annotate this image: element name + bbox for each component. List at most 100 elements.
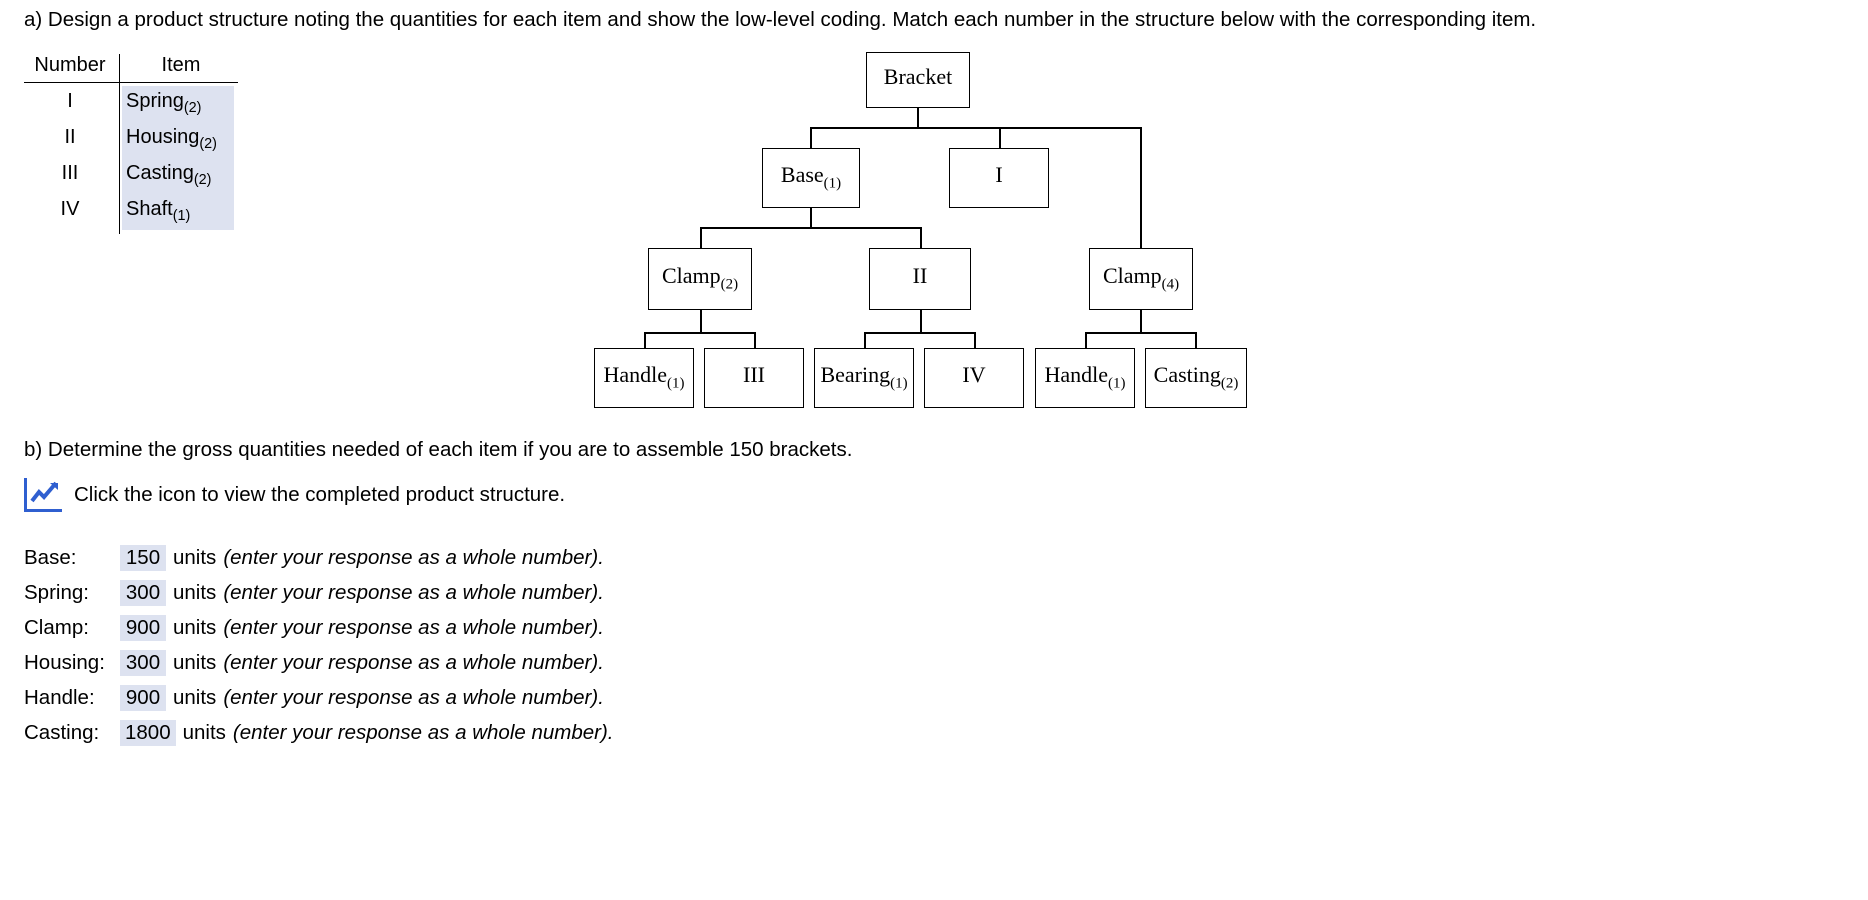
cell-item[interactable]: Casting(2): [122, 158, 234, 194]
answer-input[interactable]: 300: [120, 649, 166, 676]
connector-clamp2-stem: [700, 310, 702, 333]
connector-to-clamp2: [700, 227, 702, 248]
node-qty: (4): [1161, 276, 1180, 293]
answer-input[interactable]: 900: [120, 684, 166, 711]
answer-input[interactable]: 300: [120, 579, 166, 606]
tree-node-casting-2[interactable]: Casting(2): [1145, 348, 1247, 408]
item-qty: (2): [193, 172, 212, 188]
view-structure-label: Click the icon to view the completed pro…: [74, 483, 566, 506]
answer-units: units: [173, 580, 217, 604]
connector-to-casting2: [1195, 332, 1197, 349]
connector-to-bearing1: [864, 332, 866, 349]
node-qty: (2): [1220, 375, 1239, 392]
answer-label: Casting:: [24, 720, 100, 744]
node-label: III: [743, 362, 765, 388]
answer-row: Base: 150 units (enter your response as …: [24, 540, 614, 575]
item-qty: (2): [183, 100, 202, 116]
answer-units: units: [173, 615, 217, 639]
answer-hint: (enter your response as a whole number).: [223, 615, 604, 639]
node-label: IV: [962, 362, 986, 388]
answer-label: Clamp:: [24, 615, 89, 639]
item-name: Spring: [126, 90, 184, 112]
tree-node-bracket[interactable]: Bracket: [866, 52, 970, 108]
table-body: I Spring(2) II Housing(2) III Casting(2)…: [24, 86, 238, 230]
cell-number: III: [61, 162, 79, 184]
table-row: III Casting(2): [24, 158, 238, 194]
connector-roman2-stem: [920, 310, 922, 333]
answer-label: Spring:: [24, 580, 89, 604]
connector-bracket-stem: [917, 108, 919, 128]
column-header-number: Number: [34, 54, 106, 76]
answer-label: Base:: [24, 545, 77, 569]
tree-node-base[interactable]: Base(1): [762, 148, 860, 208]
answer-hint: (enter your response as a whole number).: [223, 580, 604, 604]
connector-to-handle1: [644, 332, 646, 349]
answer-row: Clamp: 900 units (enter your response as…: [24, 610, 614, 645]
tree-node-roman-i[interactable]: I: [949, 148, 1049, 208]
cell-item[interactable]: Shaft(1): [122, 194, 234, 230]
answer-input[interactable]: 1800: [120, 719, 176, 746]
tree-node-roman-iii[interactable]: III: [704, 348, 804, 408]
node-label: Casting: [1153, 362, 1221, 388]
node-label: Clamp: [1102, 263, 1162, 289]
answer-label: Housing:: [24, 650, 105, 674]
view-structure-row[interactable]: Click the icon to view the completed pro…: [24, 478, 565, 512]
connector-to-clamp4: [1140, 127, 1142, 248]
tree-node-clamp-2[interactable]: Clamp(2): [648, 248, 752, 310]
answer-input[interactable]: 150: [120, 544, 166, 571]
answer-row: Housing: 300 units (enter your response …: [24, 645, 614, 680]
connector-level2-bus: [700, 227, 921, 229]
node-label: Clamp: [661, 263, 721, 289]
connector-leafbus-right: [1085, 332, 1196, 334]
answer-hint: (enter your response as a whole number).: [223, 650, 604, 674]
connector-leafbus-left: [644, 332, 755, 334]
answer-input[interactable]: 900: [120, 614, 166, 641]
tree-node-roman-iv[interactable]: IV: [924, 348, 1024, 408]
item-name: Housing: [126, 126, 200, 148]
cell-item[interactable]: Spring(2): [122, 86, 234, 122]
item-qty: (1): [172, 208, 191, 224]
answer-label: Handle:: [24, 685, 95, 709]
answer-units: units: [173, 650, 217, 674]
answers-list: Base: 150 units (enter your response as …: [24, 540, 614, 750]
tree-node-clamp-4[interactable]: Clamp(4): [1089, 248, 1193, 310]
node-label: Bracket: [883, 64, 953, 90]
answer-units: units: [182, 720, 226, 744]
node-qty: (1): [890, 375, 908, 392]
item-name: Shaft: [126, 198, 173, 220]
connector-to-roman4: [974, 332, 976, 349]
connector-base-stem: [810, 208, 812, 228]
node-label: Base: [780, 162, 824, 188]
table-row: IV Shaft(1): [24, 194, 238, 230]
node-label: I: [995, 162, 1003, 188]
answer-hint: (enter your response as a whole number).: [223, 545, 604, 569]
tree-node-handle-1b[interactable]: Handle(1): [1035, 348, 1135, 408]
answer-units: units: [173, 545, 217, 569]
tree-node-handle-1[interactable]: Handle(1): [594, 348, 694, 408]
table-vertical-rule: [119, 54, 120, 234]
connector-clamp4-stem: [1140, 310, 1142, 333]
answer-row: Casting: 1800 units (enter your response…: [24, 715, 614, 750]
answer-row: Spring: 300 units (enter your response a…: [24, 575, 614, 610]
connector-to-roman1: [999, 127, 1001, 148]
item-legend-table: Number Item I Spring(2) II Housing(2) II…: [24, 54, 238, 234]
node-label: II: [912, 263, 928, 289]
node-label: Bearing: [820, 362, 891, 388]
answer-hint: (enter your response as a whole number).: [223, 685, 604, 709]
tree-node-bearing-1[interactable]: Bearing(1): [814, 348, 914, 408]
table-row: I Spring(2): [24, 86, 238, 122]
node-label: Handle: [1044, 362, 1109, 388]
node-qty: (1): [823, 175, 842, 192]
tree-node-roman-ii[interactable]: II: [869, 248, 971, 310]
cell-item[interactable]: Housing(2): [122, 122, 234, 158]
line-chart-icon[interactable]: [24, 478, 62, 512]
connector-to-base: [810, 127, 812, 148]
cell-number: II: [64, 126, 76, 148]
table-header-row: Number Item: [24, 54, 238, 81]
item-name: Casting: [126, 162, 194, 184]
answer-hint: (enter your response as a whole number).: [232, 720, 614, 744]
node-qty: (1): [667, 375, 685, 392]
connector-to-handle1b: [1085, 332, 1087, 349]
column-header-item: Item: [161, 54, 201, 76]
product-structure-tree: Bracket Base(1) I Clamp(2) II Clamp(4) H…: [0, 0, 1868, 430]
